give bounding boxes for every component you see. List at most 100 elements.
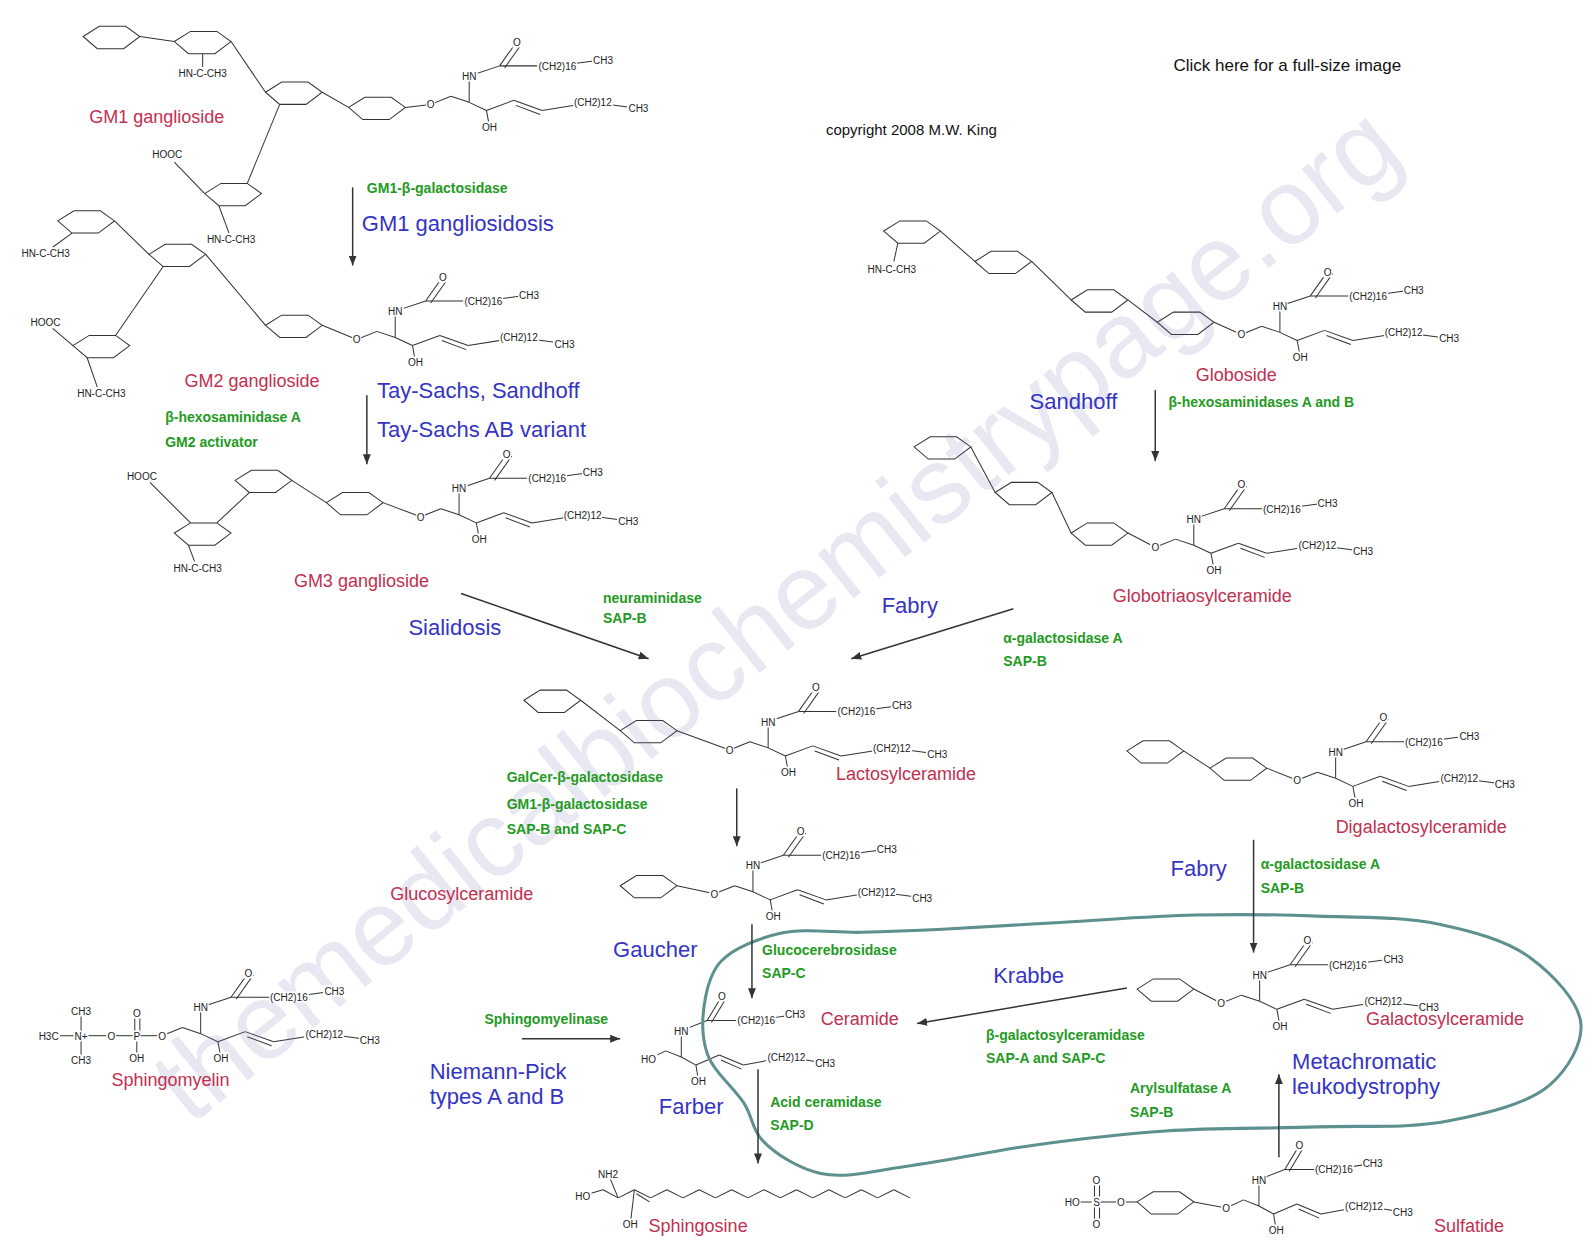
atom-label: CH3: [518, 289, 540, 300]
enzyme-label: β-galactosylceramidase: [986, 1027, 1145, 1043]
atom-label: HN: [1186, 513, 1202, 524]
enzyme-label: SAP-B: [1261, 880, 1305, 896]
bond-line: [1299, 1209, 1320, 1218]
bond-line: [845, 1190, 861, 1198]
atom-label: CH3: [1403, 284, 1425, 295]
bond-line: [667, 1190, 683, 1198]
atom-label: O: [438, 271, 448, 282]
highlight-ellipse: [703, 915, 1581, 1176]
atom-label: OH: [1271, 1020, 1288, 1031]
bond-line: [514, 100, 542, 110]
bond-line: [1194, 545, 1211, 553]
sugar-ring: [349, 97, 406, 119]
compound-node: Sphingomyelin: [30, 998, 521, 1094]
atom-label: HN: [673, 1025, 689, 1036]
bond-line: [732, 1190, 748, 1198]
atom-label: CH3: [1317, 497, 1339, 508]
bond-line: [634, 1190, 650, 1198]
atom-label: O: [1237, 479, 1247, 490]
sugar-ring: [326, 493, 383, 515]
atom-label: S: [1092, 1196, 1101, 1207]
bond-line: [412, 335, 439, 345]
atom-label: O: [426, 99, 436, 110]
compound-name: Globotriaosylceramide: [1113, 586, 1292, 607]
bond-line: [431, 279, 448, 303]
atom-label: CH3: [1438, 333, 1460, 344]
bond-line: [1382, 781, 1406, 790]
enzyme-label: SAP-C: [762, 965, 806, 981]
enzyme-label: Arylsulfatase A: [1130, 1080, 1231, 1096]
atom-label: (CH2)12: [872, 742, 912, 753]
compound-node: GM3 ganglioside: [111, 464, 648, 593]
atom-label: O: [107, 1030, 117, 1041]
atom-label: P: [132, 1030, 141, 1041]
bond-line: [1297, 330, 1324, 340]
atom-label: HN: [192, 1002, 208, 1013]
atom-label: NH2: [597, 1168, 619, 1179]
enzyme-label: Sphingomyelinase: [484, 1011, 608, 1027]
compound-name: Sulfatide: [1434, 1216, 1504, 1237]
atom-label: HN: [1327, 746, 1343, 757]
bond-line: [202, 54, 203, 67]
atom-label: O: [352, 334, 362, 345]
compound-node: Globoside: [856, 208, 1464, 390]
compound-name: Ceramide: [821, 1009, 899, 1030]
atom-label: CH3: [1458, 730, 1480, 741]
bond-line: [469, 102, 486, 110]
atom-label: CH3: [1362, 1158, 1384, 1169]
bond-line: [377, 331, 395, 337]
compound-name: Sphingosine: [649, 1216, 748, 1237]
bond-line: [780, 1190, 796, 1198]
atom-label: OH: [407, 356, 424, 367]
bond-line: [451, 96, 469, 102]
reaction-arrow: [751, 924, 753, 998]
bond-line: [1327, 335, 1351, 344]
bond-line: [770, 890, 797, 900]
disease-label: GM1 gangliosidosis: [362, 211, 554, 236]
atom-label: CH3: [784, 1009, 806, 1020]
reaction-arrow: [366, 395, 368, 464]
atom-label: HN: [1272, 301, 1288, 312]
atom-label: (CH2)12: [563, 509, 603, 520]
bond-line: [87, 358, 97, 387]
atom-label: O: [243, 967, 253, 978]
bond-line: [1032, 261, 1072, 300]
bond-line: [715, 1190, 731, 1198]
bond-line: [1315, 274, 1332, 298]
sugar-ring: [58, 211, 115, 233]
disease-label: Tay-Sachs AB variant: [377, 417, 586, 442]
bond-line: [636, 1194, 649, 1202]
enzyme-label: SAP-B: [1003, 653, 1047, 669]
enzyme-label: GM1-β-galactosidase: [507, 796, 648, 812]
sugar-ring: [1127, 741, 1184, 763]
bond-line: [785, 746, 812, 756]
atom-label: HO: [640, 1053, 657, 1064]
atom-label: O: [1116, 1196, 1126, 1207]
atom-label: (CH2)12: [1384, 327, 1424, 338]
atom-label: HOOC: [151, 149, 183, 160]
atom-label: OH: [1347, 797, 1364, 808]
compound-name: Lactosylceramide: [836, 764, 976, 785]
atom-label: OH: [212, 1052, 229, 1063]
sugar-ring: [266, 315, 323, 337]
atom-label: (CH2)16: [836, 706, 876, 717]
atom-label: CH3: [891, 700, 913, 711]
compound-node: Galactosylceramide: [1127, 953, 1581, 1075]
bond-line: [1260, 1001, 1277, 1009]
compound-name: Galactosylceramide: [1366, 1009, 1524, 1030]
compound-node: Ceramide: [620, 998, 917, 1069]
bond-line: [231, 42, 265, 93]
atom-label: (CH2)16: [1262, 503, 1302, 514]
compound-name: GM3 ganglioside: [294, 571, 429, 592]
enzyme-label: Acid ceramidase: [770, 1094, 881, 1110]
disease-label: Sandhoff: [1030, 389, 1118, 414]
compound-node: GM1 ganglioside: [56, 8, 674, 187]
bond-line: [1229, 486, 1246, 510]
atom-label: HOOC: [126, 471, 158, 482]
bond-line: [1259, 1206, 1274, 1214]
atom-label: O: [1092, 1174, 1102, 1185]
atom-label: CH3: [592, 54, 614, 65]
bond-line: [116, 267, 164, 336]
compound-node: Lactosylceramide: [502, 659, 1029, 789]
atom-label: O: [132, 1008, 142, 1019]
